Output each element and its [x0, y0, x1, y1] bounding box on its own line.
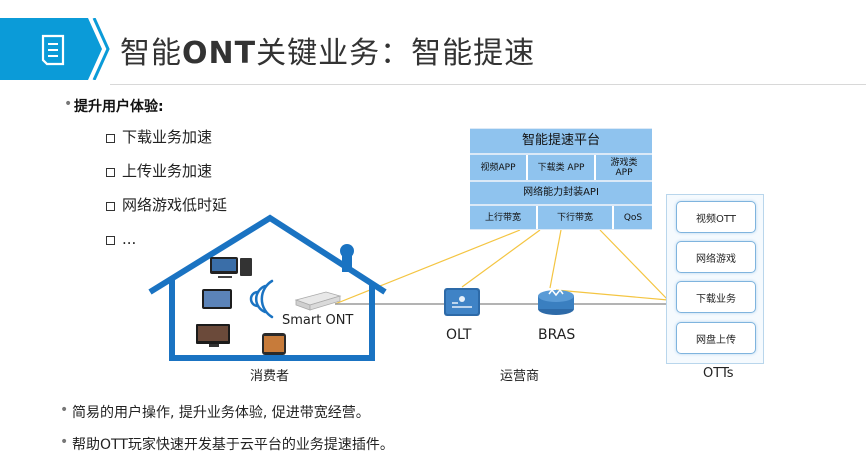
phone-icon — [262, 333, 286, 355]
sub-bullet-upload: 上传业务加速 — [104, 160, 227, 194]
sub-bullet-more: ... — [104, 228, 227, 262]
label-otts: OTTs — [703, 366, 734, 381]
footer-bullet-1: 简易的用户操作, 提升业务体验, 促进带宽经营。 — [60, 402, 370, 422]
platform-cap-downlink: 下行带宽 — [538, 206, 612, 229]
bras-icon — [538, 288, 574, 315]
header-badge-arrow — [88, 18, 102, 80]
label-operator: 运营商 — [500, 369, 540, 384]
ott-item-download: 下载业务 — [676, 281, 756, 313]
header-chevron — [92, 18, 110, 80]
sub-bullet-gaming: 网络游戏低时延 — [104, 194, 227, 228]
label-bras: BRAS — [538, 327, 576, 343]
tv-icon — [196, 324, 230, 347]
sub-bullet-download: 下载业务加速 — [104, 126, 227, 160]
ott-item-gaming: 网络游戏 — [676, 241, 756, 273]
footer-bullet-2: 帮助OTT玩家快速开发基于云平台的业务提速插件。 — [60, 434, 394, 454]
sub-bullet-list: 下载业务加速 上传业务加速 网络游戏低时延 ... — [104, 126, 227, 262]
ott-item-cloud-upload: 网盘上传 — [676, 322, 756, 354]
chimney-icon — [340, 244, 354, 272]
ott-item-video: 视频OTT — [676, 201, 756, 233]
document-icon — [41, 34, 65, 66]
platform-api: 网络能力封装API — [470, 182, 652, 204]
platform-cap-qos: QoS — [614, 206, 652, 229]
platform-app-download: 下载类 APP — [528, 155, 594, 180]
label-consumer: 消费者 — [250, 369, 290, 384]
wifi-icon — [249, 279, 274, 319]
desktop-icon — [210, 257, 252, 278]
platform-app-game: 游戏类 APP — [596, 155, 652, 180]
tablet-icon — [202, 289, 232, 309]
ont-device-icon — [294, 291, 342, 311]
label-smart-ont: Smart ONT — [282, 313, 354, 328]
bullet-user-experience: 提升用户体验: — [64, 96, 164, 116]
page-title: 智能ONT关键业务：智能提速 — [120, 36, 536, 71]
platform-app-video: 视频APP — [470, 155, 526, 180]
platform-links — [334, 229, 669, 305]
platform-cap-uplink: 上行带宽 — [470, 206, 536, 229]
header-divider — [110, 84, 866, 85]
label-olt: OLT — [446, 327, 472, 343]
platform-title: 智能提速平台 — [470, 129, 652, 153]
olt-icon — [444, 288, 480, 316]
speedup-platform: 智能提速平台 视频APP 下载类 APP 游戏类 APP 网络能力封装API 上… — [470, 128, 652, 230]
